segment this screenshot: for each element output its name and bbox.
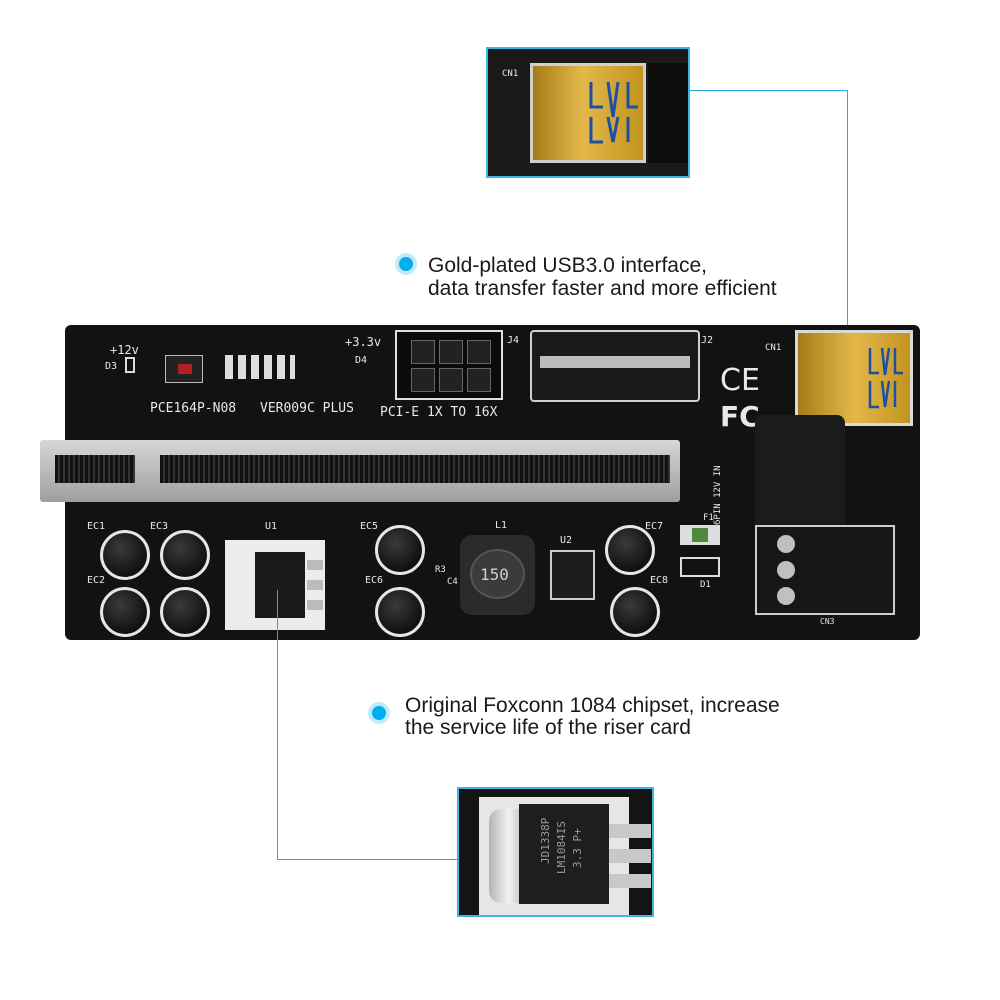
regulator-pin: [307, 560, 323, 570]
molex-stripe: [540, 356, 690, 368]
label-3v3: +3.3v: [345, 335, 382, 349]
diode-d1: [680, 557, 720, 577]
label-ec5: EC5: [360, 521, 379, 532]
usb-leader-line-v: [847, 90, 848, 380]
label-ec1: EC1: [87, 521, 106, 532]
capacitor-ec7: [605, 525, 655, 575]
usb-trident-icon: [589, 81, 638, 144]
inductor-value: 150: [480, 565, 509, 584]
label-six-pin: 6PIN 12V IN: [713, 465, 723, 525]
label-pcie: PCI-E 1X TO 16X: [380, 405, 498, 420]
fcc-mark: FC: [720, 400, 760, 433]
usb-board-trident-icon: [868, 347, 903, 409]
usb-callout-line2: data transfer faster and more efficient: [428, 277, 777, 300]
pin-slot: [411, 340, 435, 364]
chipset-closeup-pin: [609, 824, 651, 838]
usb-callout-line1: Gold-plated USB3.0 interface,: [428, 254, 707, 277]
pin-slot: [439, 368, 463, 392]
label-model: PCE164P-N08: [150, 401, 237, 416]
riser-board: +12v D3 PCE164P-N08 VER009C PLUS +3.3v D…: [40, 325, 920, 640]
capacitor-ec4: [160, 587, 210, 637]
label-ec2: EC2: [87, 575, 106, 586]
pin-slot: [467, 340, 491, 364]
label-ec3: EC3: [150, 521, 169, 532]
label-r3: R3: [435, 565, 446, 575]
regulator-u1: [225, 540, 325, 630]
regulator-u1-body: [255, 552, 305, 618]
usb-closeup-inset: CN1: [486, 47, 690, 178]
pcie-slot-long: [160, 455, 670, 483]
fuse-f1: [680, 525, 720, 545]
ic-u3: [165, 355, 203, 383]
label-j2: J2: [701, 335, 714, 346]
label-j4: J4: [507, 335, 520, 346]
molex-connector: [530, 330, 700, 402]
pin-slot: [411, 368, 435, 392]
label-f1: F1: [703, 513, 714, 523]
chip-marking-line2: LM1084IS: [555, 821, 568, 874]
inductor-l1: 150: [460, 535, 535, 615]
six-pin-socket: [755, 525, 895, 615]
capacitor-ec5: [375, 525, 425, 575]
label-u1: U1: [265, 521, 278, 532]
usb-closeup-port: [530, 63, 646, 163]
socket-pin: [777, 587, 795, 605]
led-array: [225, 355, 295, 379]
label-l1: L1: [495, 520, 508, 531]
capacitor-ec8: [610, 587, 660, 637]
chipset-callout-line2: the service life of the riser card: [405, 716, 691, 739]
label-d1: D1: [700, 580, 711, 590]
ic-u2: [550, 550, 595, 600]
pin-slot: [439, 340, 463, 364]
usb-leader-line-h: [690, 90, 848, 91]
chip-marking-line3: 3.3 P+: [571, 828, 584, 868]
label-d3: D3: [105, 361, 118, 372]
fuse-body: [692, 528, 708, 542]
chipset-leader-line-v: [277, 590, 278, 860]
regulator-pin: [307, 600, 323, 610]
chip-marking-line1: JD1338P: [539, 817, 552, 864]
usb-closeup-header: [648, 63, 688, 163]
label-ec7: EC7: [645, 521, 664, 532]
chipset-closeup-body: JD1338P LM1084IS 3.3 P+: [519, 804, 609, 904]
label-cn1: CN1: [765, 343, 782, 353]
capacitor-ec6: [375, 587, 425, 637]
socket-pin: [777, 561, 795, 579]
label-ec8: EC8: [650, 575, 669, 586]
label-d4: D4: [355, 355, 368, 366]
pin-slot: [467, 368, 491, 392]
chipset-leader-line-h: [277, 859, 457, 860]
capacitor-ec3: [160, 530, 210, 580]
label-u2: U2: [560, 535, 573, 546]
chipset-closeup-inset: JD1338P LM1084IS 3.3 P+: [457, 787, 654, 917]
label-12v: +12v: [110, 343, 139, 357]
pcie-6pin-connector: [395, 330, 503, 400]
power-cable-connector: [755, 415, 845, 535]
capacitor-ec2: [100, 587, 150, 637]
capacitor-ec1: [100, 530, 150, 580]
ce-mark: CE: [720, 363, 760, 398]
usb-closeup-label: CN1: [502, 69, 519, 79]
pcie-slot-short: [55, 455, 135, 483]
label-cn3: CN3: [820, 617, 835, 626]
label-version: VER009C PLUS: [260, 401, 354, 416]
chipset-callout-line1: Original Foxconn 1084 chipset, increase: [405, 694, 780, 717]
label-ec6: EC6: [365, 575, 384, 586]
inductor-core: [470, 549, 525, 599]
usb-callout-dot: [399, 257, 413, 271]
label-c4: C4: [447, 577, 458, 587]
chipset-closeup-pin: [609, 874, 651, 888]
led-d3: [125, 357, 135, 373]
chipset-closeup-pin: [609, 849, 651, 863]
usb3-port: [795, 330, 913, 426]
ic-u3-dot: [178, 364, 192, 374]
regulator-pin: [307, 580, 323, 590]
chipset-callout-dot: [372, 706, 386, 720]
socket-pin: [777, 535, 795, 553]
